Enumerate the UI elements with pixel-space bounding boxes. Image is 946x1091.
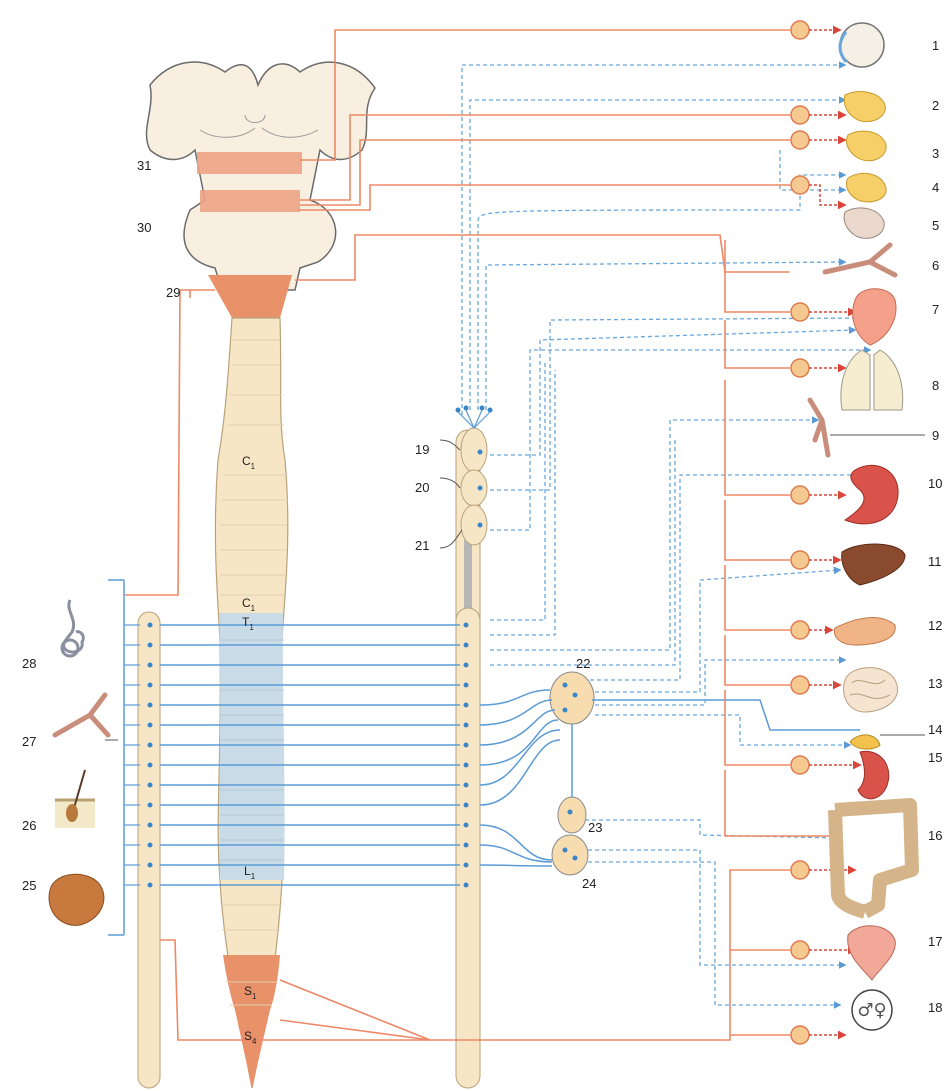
label-22: 22 — [576, 656, 590, 671]
cervical-ganglion-20 — [461, 470, 487, 506]
organ-heart — [853, 289, 896, 345]
cervical-ganglion-21 — [461, 505, 487, 545]
organ-adipose-tissue — [49, 874, 104, 925]
spinal-cord — [215, 318, 288, 1088]
label-18: 18 — [928, 1000, 942, 1015]
cephalic-fiber-bundle — [458, 410, 490, 428]
organ-liver — [842, 544, 905, 585]
label-30: 30 — [137, 220, 151, 235]
label-28: 28 — [22, 656, 36, 671]
ganglion-23 — [558, 797, 586, 833]
label-9: 9 — [932, 428, 939, 443]
label-7: 7 — [932, 302, 939, 317]
cerebellum-outline — [146, 62, 375, 290]
organ-number-labels: 1 2 3 4 5 6 7 8 9 10 11 12 13 14 15 16 1… — [928, 38, 942, 1015]
right-sympathetic-chain — [456, 428, 487, 1088]
organ-kidney — [858, 751, 889, 798]
organ-salivary-gland-1 — [846, 131, 886, 161]
organ-stomach — [845, 465, 898, 524]
nucleus-band-upper — [197, 152, 302, 174]
organ-bronchus — [810, 400, 828, 455]
label-23: 23 — [588, 820, 602, 835]
brain-number-labels: 29 30 31 — [137, 158, 180, 300]
sympathetic-postganglionic-fibers — [462, 65, 870, 1005]
label-29: 29 — [166, 285, 180, 300]
label-2: 2 — [932, 98, 939, 113]
label-11: 11 — [928, 554, 942, 569]
organ-parotid-gland — [844, 208, 884, 238]
organ-bladder — [848, 926, 896, 980]
label-21: 21 — [415, 538, 429, 553]
organ-lacrimal-gland — [844, 92, 885, 122]
cervical-ganglion-19 — [461, 428, 487, 472]
label-3: 3 — [932, 146, 939, 161]
label-14: 14 — [928, 722, 942, 737]
label-8: 8 — [932, 378, 939, 393]
organ-arteriole — [55, 695, 108, 735]
label-27: 27 — [22, 734, 36, 749]
nucleus-band-lower — [200, 190, 300, 212]
label-4: 4 — [932, 180, 939, 195]
organ-eye — [840, 23, 884, 67]
label-25: 25 — [22, 878, 36, 893]
chain-synapse-dots — [148, 406, 578, 888]
organ-hair-follicle — [55, 770, 95, 828]
label-24: 24 — [582, 876, 596, 891]
organ-genitalia-symbol: ♂♀ — [852, 990, 892, 1030]
organ-sweat-gland — [62, 600, 83, 656]
organ-small-intestine — [844, 668, 898, 712]
ganglion-22 — [550, 672, 594, 724]
organ-salivary-gland-2 — [846, 173, 886, 201]
label-6: 6 — [932, 258, 939, 273]
label-16: 16 — [928, 828, 942, 843]
sacral-region — [223, 955, 280, 1088]
left-number-labels: 25 26 27 28 — [22, 656, 36, 893]
svg-text:♂♀: ♂♀ — [857, 1000, 886, 1021]
label-20: 20 — [415, 480, 429, 495]
ganglion-24 — [552, 835, 588, 875]
organ-blood-vessel — [825, 245, 895, 275]
medulla-region — [208, 275, 292, 318]
organ-lungs — [841, 350, 903, 410]
label-10: 10 — [928, 476, 942, 491]
organ-colon — [835, 805, 912, 912]
organ-pancreas — [834, 618, 895, 645]
label-12: 12 — [928, 618, 942, 633]
label-31: 31 — [137, 158, 151, 173]
label-15: 15 — [928, 750, 942, 765]
label-26: 26 — [22, 818, 36, 833]
label-13: 13 — [928, 676, 942, 691]
label-19: 19 — [415, 442, 429, 457]
label-5: 5 — [932, 218, 939, 233]
organ-adrenal-gland — [850, 735, 880, 749]
label-17: 17 — [928, 934, 942, 949]
label-1: 1 — [932, 38, 939, 53]
